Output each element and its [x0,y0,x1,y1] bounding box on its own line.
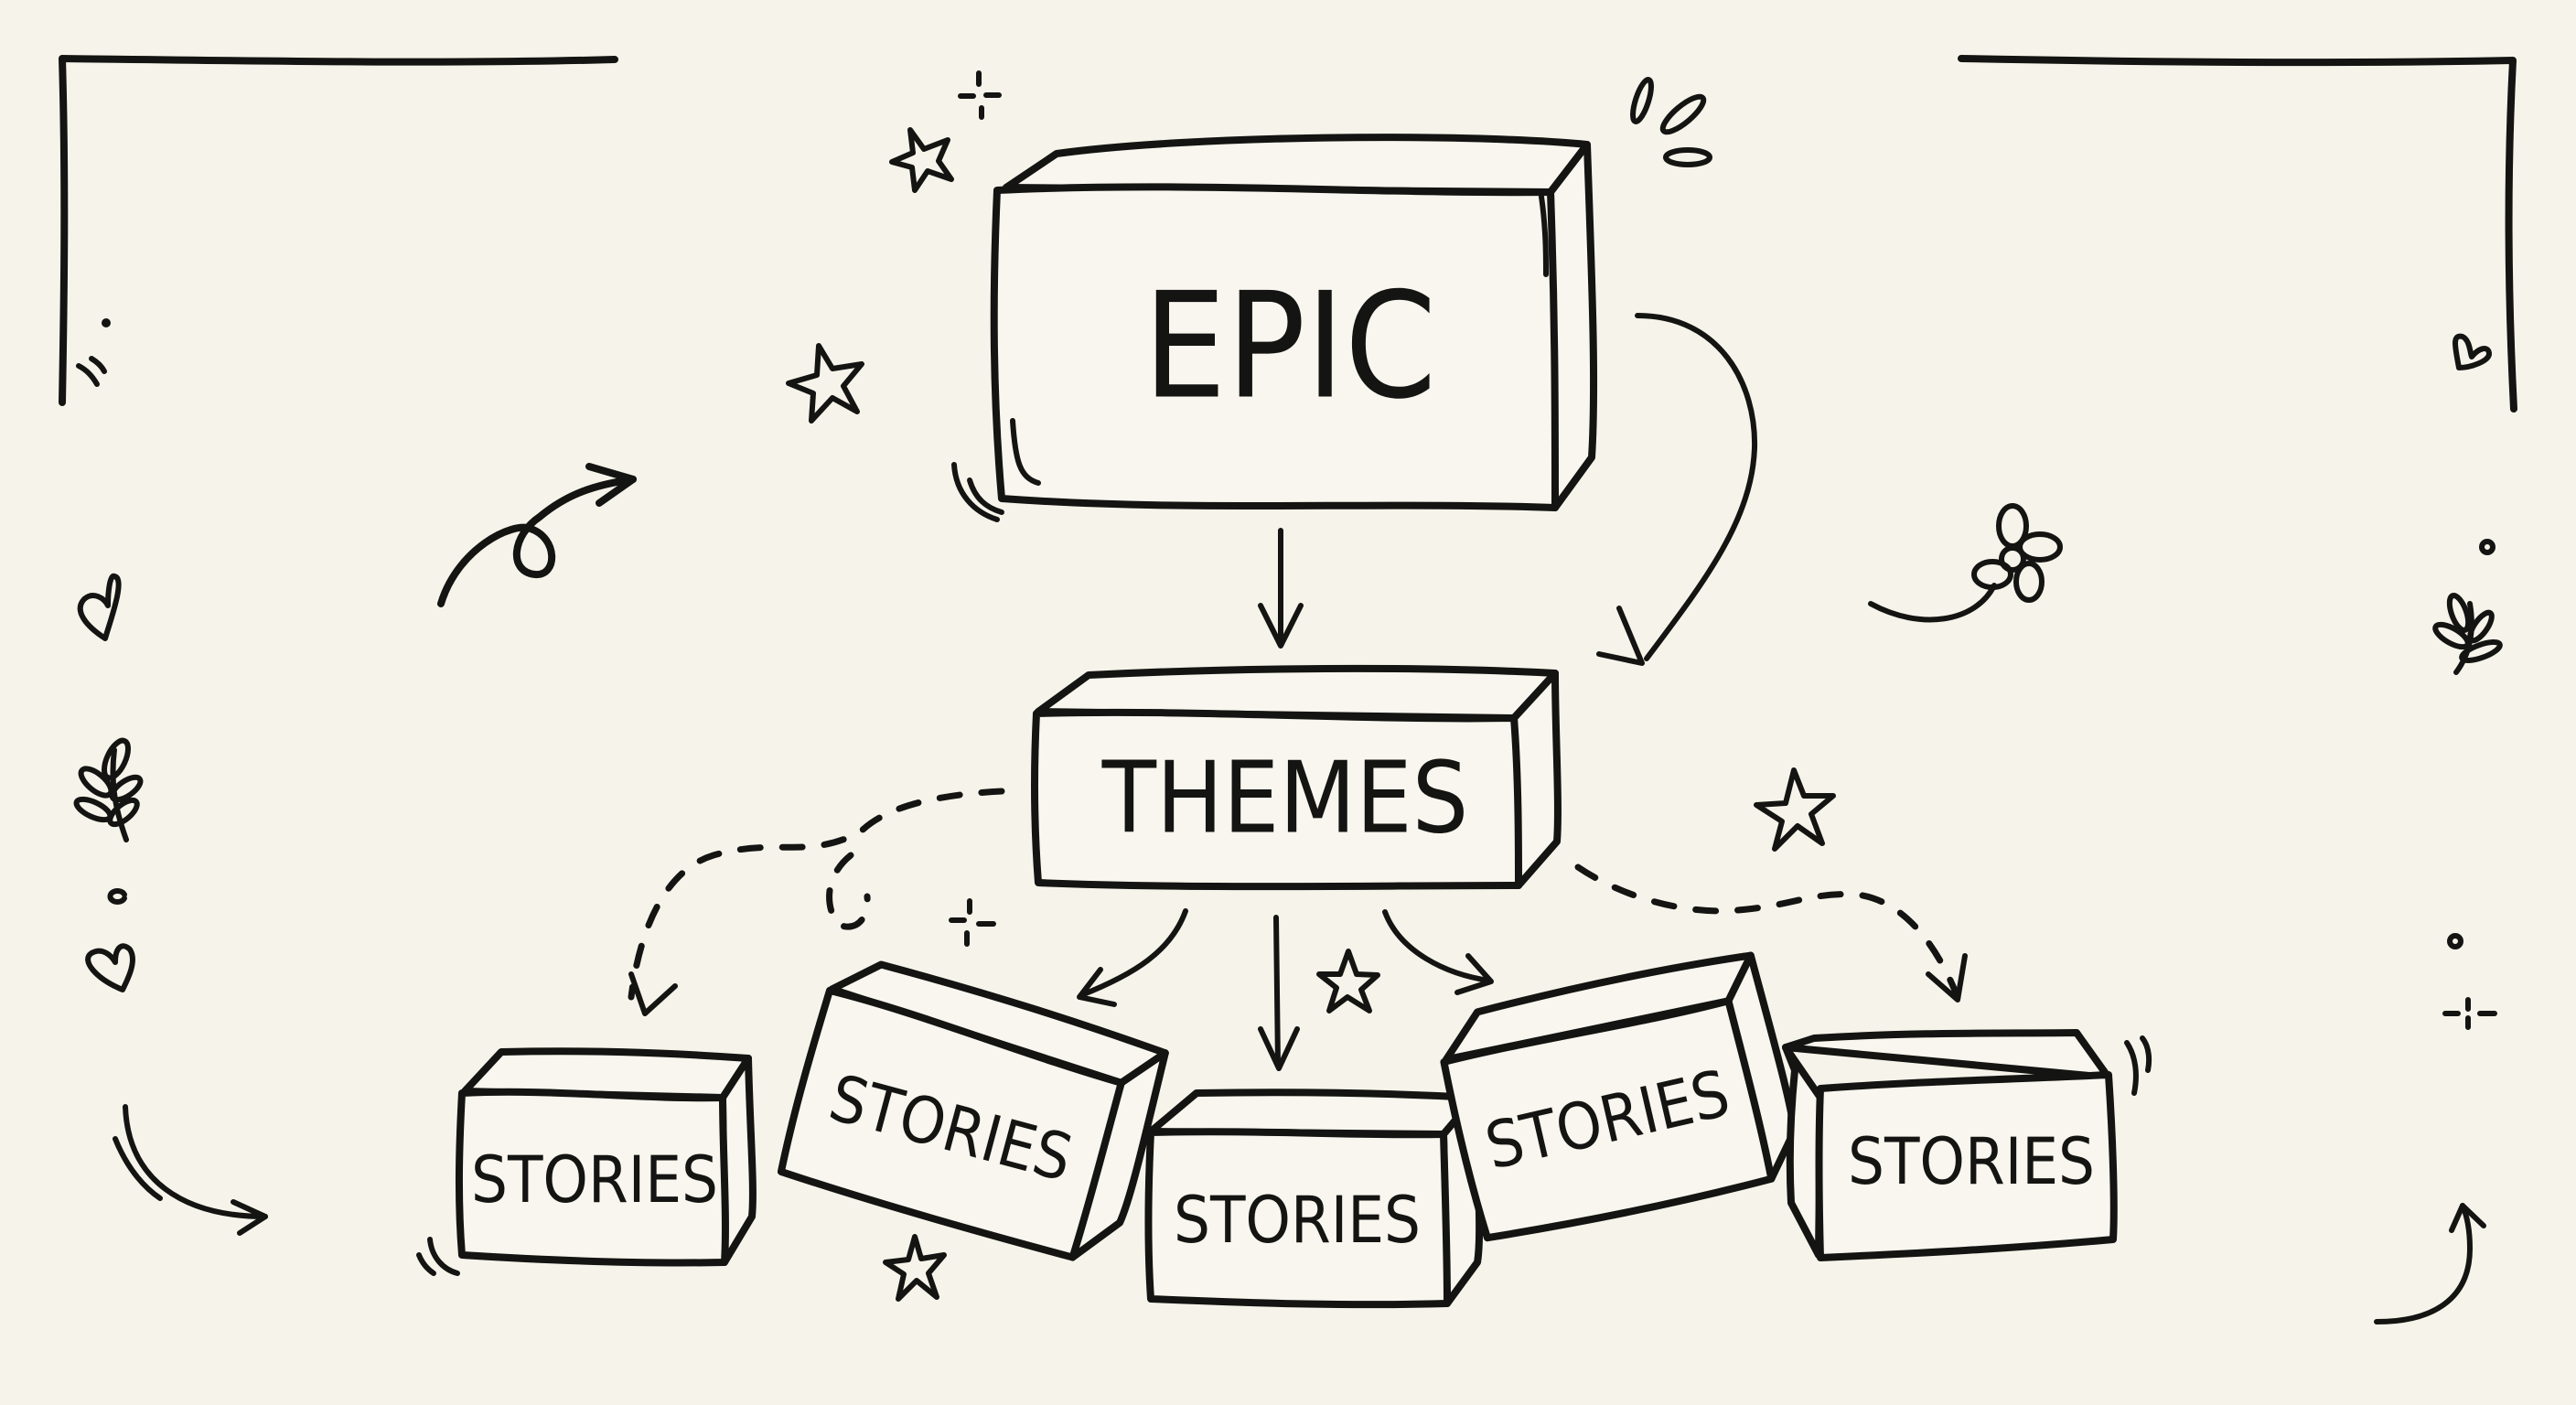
leaf-sprig-icon [2432,593,2503,675]
stories-label-1: STORIES [471,1142,718,1217]
star-icon [1754,767,1836,852]
leaf-sprig-icon [73,737,144,842]
star-icon [786,343,864,424]
themes-label: THEMES [1101,742,1469,856]
heart-icon [77,574,122,641]
curved-arrow-epic-to-themes [1596,313,1758,666]
arrow-themes-to-stories-2 [1077,908,1188,1007]
epic-box[interactable]: EPIC [990,134,1598,511]
dashed-arrow-themes-to-stories-1 [628,788,1005,1016]
dashed-arrow-themes-to-stories-5 [1574,863,1968,1003]
stories-box-4[interactable]: STORIES [1433,948,1805,1247]
motion-lines-icon [2124,1035,2152,1096]
arrow-themes-to-stories-4 [1382,909,1494,995]
arrow-epic-to-themes [1258,528,1304,649]
heart-icon [2453,333,2492,370]
sparkle-icon [2442,997,2497,1030]
sparkle-icon [949,898,996,947]
circle-dot-icon [2447,933,2463,949]
splash-marks-icon [1630,77,1712,167]
themes-box[interactable]: THEMES [1030,664,1562,891]
arrow-themes-to-stories-3 [1273,915,1281,1068]
circle-dot-icon [2479,539,2496,555]
dot-icon [102,318,111,327]
motion-lines-icon [951,462,1004,522]
loop-arrow-icon [437,463,637,607]
star-icon [883,1234,947,1302]
stories-box-5[interactable]: STORIES [1782,1029,2118,1261]
motion-lines-icon [416,1237,460,1276]
star-icon [1316,949,1380,1014]
corner-bracket-top-left [59,55,618,406]
stories-label-5: STORIES [1848,1124,2095,1199]
arrow-themes-to-stories-3 [1258,1026,1300,1071]
corner-bracket-top-right [1958,55,2517,413]
sparkle-icon [958,70,1002,120]
swoosh-arrow-icon [113,1104,268,1236]
stories-label-3: STORIES [1174,1183,1421,1258]
curved-arrow-up-icon [2374,1203,2486,1325]
motion-lines-icon [76,356,107,387]
star-icon [889,127,954,193]
circle-dot-icon [107,888,127,905]
epic-label: EPIC [1143,261,1437,432]
stories-box-1[interactable]: STORIES [455,1047,757,1267]
stories-box-2[interactable]: STORIES [777,953,1171,1268]
flower-icon [1868,503,2063,623]
heart-icon [85,943,135,992]
stories-box-3[interactable]: STORIES [1144,1089,1484,1309]
